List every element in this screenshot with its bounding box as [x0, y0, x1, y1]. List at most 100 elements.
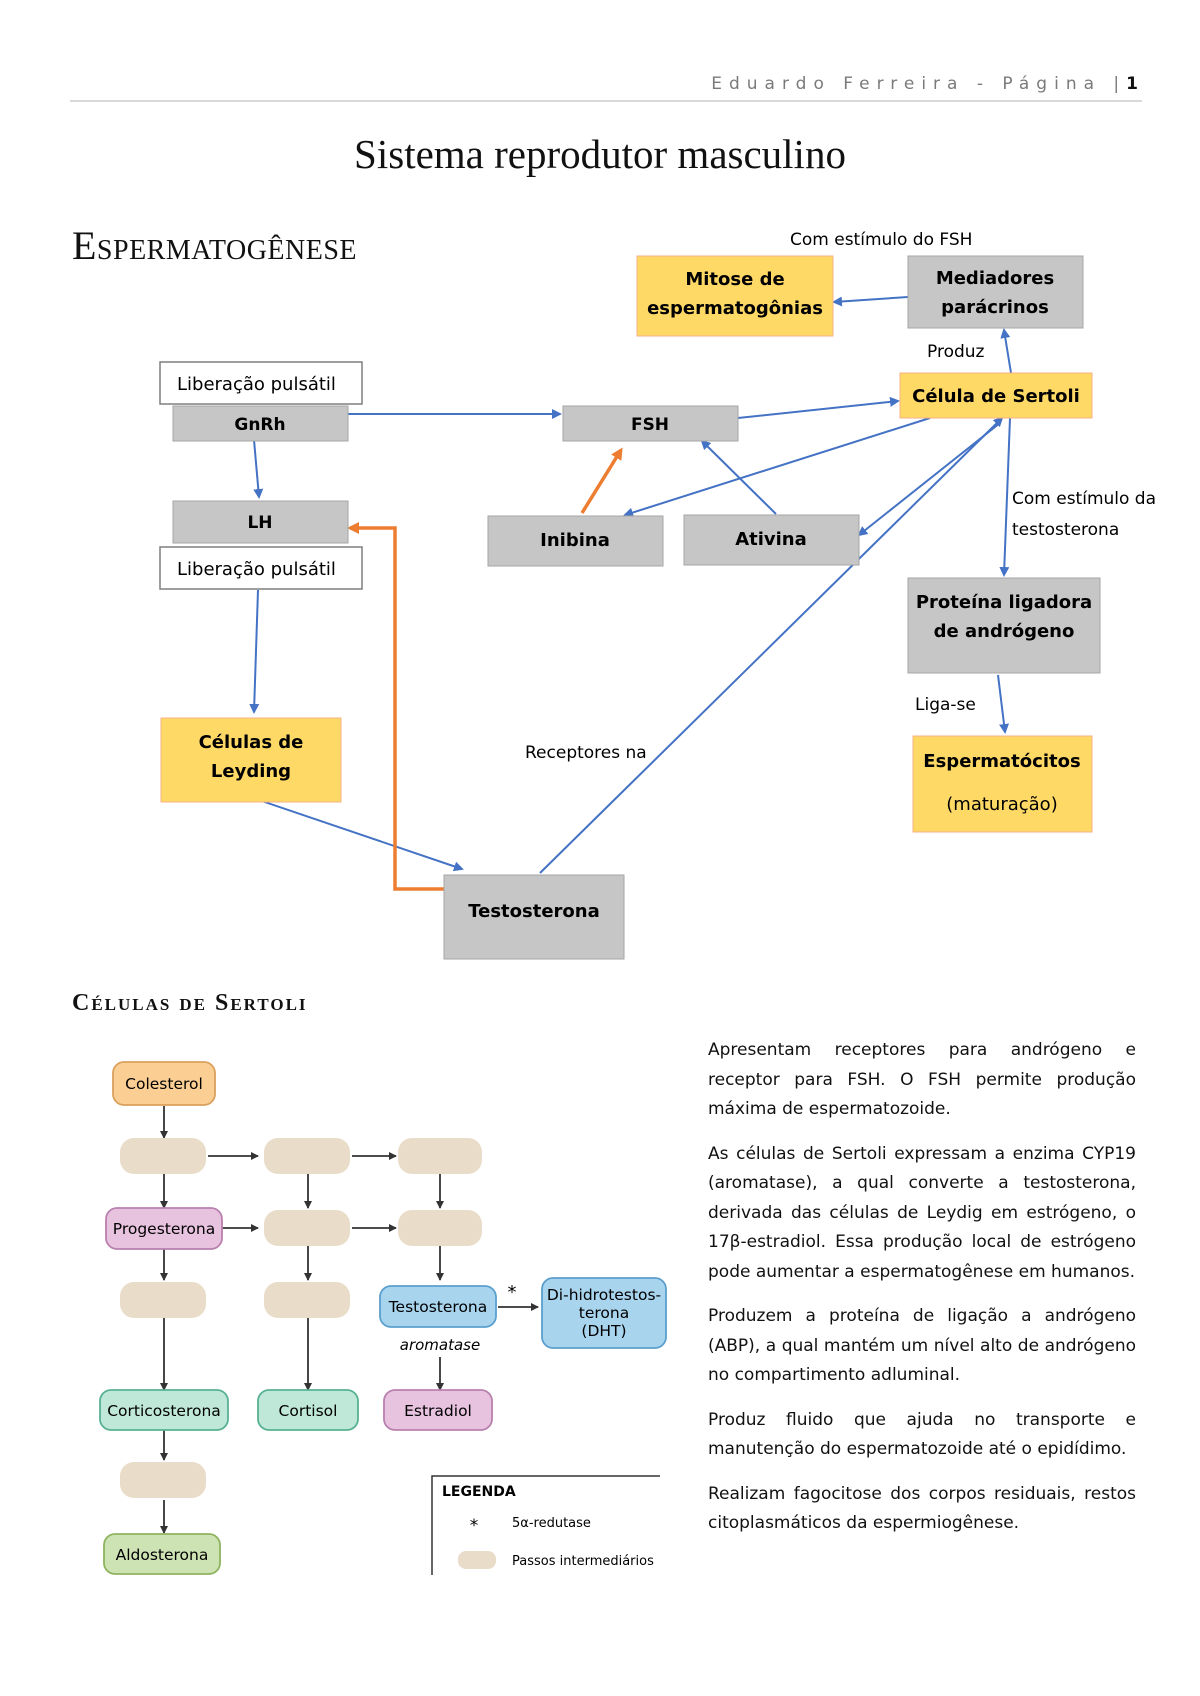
- colesterol-label: Colesterol: [125, 1075, 203, 1093]
- intermediate-steps: [120, 1138, 482, 1498]
- arrow-fsh-sertoli: [737, 396, 900, 419]
- arrow-sertoli-paracrine: [1000, 328, 1012, 374]
- pulsatile-label-1: Liberação pulsátil: [177, 374, 336, 395]
- cortisol-label: Cortisol: [279, 1402, 338, 1420]
- paragraph-2: As células de Sertoli expressam a enzima…: [708, 1143, 1136, 1282]
- box-pulsatile-2: Liberação pulsátil: [159, 546, 363, 590]
- paracrine-label-2: parácrinos: [941, 297, 1049, 318]
- corticosterona-label: Corticosterona: [107, 1402, 221, 1420]
- arrow-sertoli-activin: [857, 422, 1001, 537]
- arrow-paracrine-mitosis: [832, 296, 909, 307]
- node-dht: Di-hidrotestos- terona (DHT): [541, 1277, 667, 1349]
- annotation-testosterone-stimulus-1: Com estímulo da: [1012, 489, 1156, 509]
- arrow-testosterone-lh: [347, 522, 444, 891]
- box-activin: Ativina: [683, 514, 860, 566]
- intermediate-step: [264, 1210, 350, 1246]
- inhibin-label: Inibina: [540, 530, 610, 551]
- steroid-pathway-figure: Colesterol Progesterona Testosterona Di-…: [99, 1061, 667, 1575]
- arrow-lh-leydig: [249, 589, 260, 714]
- annotation-testosterone-stimulus-2: testosterona: [1012, 520, 1119, 540]
- arrow-leydig-testosterone: [246, 795, 464, 872]
- lh-label: LH: [247, 513, 272, 533]
- legend-reductase: 5α-redutase: [512, 1516, 591, 1531]
- box-spermatocytes: Espermatócitos (maturação): [912, 735, 1093, 833]
- arrow-sertoli-abp: [999, 417, 1011, 577]
- box-lh: LH: [172, 500, 349, 544]
- mitosis-label-1: Mitose de: [685, 269, 784, 290]
- annotation-binds: Liga-se: [915, 695, 976, 715]
- intermediate-step: [398, 1138, 482, 1174]
- paracrine-label-1: Mediadores: [936, 268, 1054, 289]
- arrow-inhibin-fsh: [580, 447, 623, 514]
- box-mitosis: Mitose de espermatogônias: [636, 255, 834, 337]
- legend-star: *: [470, 1516, 479, 1536]
- node-aldosterona: Aldosterona: [103, 1533, 221, 1575]
- leydig-label-1: Células de: [199, 732, 304, 753]
- diagram-annotations: Com estímulo do FSH Produz Com estímulo …: [525, 230, 1156, 763]
- node-progesterona: Progesterona: [105, 1207, 223, 1250]
- annotation-fsh-stimulus: Com estímulo do FSH: [790, 230, 972, 250]
- box-leydig: Células de Leyding: [160, 717, 342, 803]
- arrow-gnrh-lh: [253, 439, 264, 499]
- arrow-activin-fsh: [700, 439, 777, 515]
- paragraph-1: Apresentam receptores para andrógeno e r…: [708, 1040, 1136, 1119]
- intermediate-step: [398, 1210, 482, 1246]
- section-heading-sertoli: Células de Sertoli: [72, 990, 308, 1016]
- node-cortisol: Cortisol: [257, 1389, 359, 1431]
- intermediate-step: [120, 1138, 206, 1174]
- intermediate-step: [120, 1462, 206, 1498]
- paragraph-5: Realizam fagocitose dos corpos residuais…: [708, 1483, 1136, 1534]
- box-fsh: FSH: [562, 405, 739, 442]
- spermatocytes-label-2: (maturação): [946, 794, 1057, 815]
- intermediate-step: [120, 1282, 206, 1318]
- annotation-receptors: Receptores na: [525, 743, 647, 763]
- testosterone-label: Testosterona: [468, 901, 600, 922]
- pathway-arrows: [160, 1106, 539, 1534]
- reductase-star: *: [508, 1282, 517, 1303]
- intermediate-step: [264, 1282, 350, 1318]
- page-header: Eduardo Ferreira - Página |1: [70, 66, 1142, 102]
- dht-label-2: terona: [579, 1304, 629, 1322]
- dht-label-3: (DHT): [581, 1322, 626, 1340]
- aldosterona-label: Aldosterona: [116, 1546, 209, 1564]
- testosterona-label: Testosterona: [388, 1298, 488, 1316]
- legend-title: LEGENDA: [442, 1484, 516, 1500]
- page-title: Sistema reprodutor masculino: [354, 131, 846, 177]
- box-pulsatile-1: Liberação pulsátil: [159, 361, 363, 405]
- sertoli-label: Célula de Sertoli: [912, 386, 1080, 407]
- mitosis-label-2: espermatogônias: [647, 298, 823, 319]
- gnrh-label: GnRh: [234, 415, 285, 435]
- pulsatile-label-2: Liberação pulsátil: [177, 559, 336, 580]
- arrow-sertoli-inhibin: [623, 417, 931, 518]
- spermatogenesis-diagram: Liberação pulsátil GnRh LH Liberação pul…: [159, 230, 1156, 960]
- box-testosterone: Testosterona: [443, 874, 625, 960]
- section-heading-spermatogenesis: Espermatogênese: [72, 223, 358, 268]
- abp-label-2: de andrógeno: [934, 621, 1075, 642]
- legend-steps: Passos intermediários: [512, 1554, 654, 1569]
- header-author: Eduardo Ferreira - Página |: [711, 74, 1127, 94]
- arrows: [246, 296, 1012, 891]
- paragraph-4: Produz fluido que ajuda no transporte e …: [708, 1409, 1136, 1460]
- page-number: 1: [1126, 74, 1138, 94]
- box-paracrine: Mediadores parácrinos: [907, 255, 1084, 329]
- box-abp: Proteína ligadora de andrógeno: [907, 577, 1101, 674]
- dht-label-1: Di-hidrotestos-: [547, 1286, 661, 1304]
- box-gnrh: GnRh: [172, 405, 349, 442]
- activin-label: Ativina: [735, 529, 807, 550]
- arrow-testosterone-sertoli: [539, 416, 1004, 874]
- aromatase-label: aromatase: [400, 1336, 480, 1354]
- abp-label-1: Proteína ligadora: [916, 592, 1092, 613]
- node-colesterol: Colesterol: [112, 1061, 216, 1106]
- legend-step-swatch: [458, 1551, 496, 1569]
- box-inhibin: Inibina: [487, 515, 664, 567]
- progesterona-label: Progesterona: [113, 1220, 216, 1238]
- arrow-abp-spermatocytes: [997, 674, 1009, 734]
- spermatocytes-label-1: Espermatócitos: [923, 751, 1080, 772]
- fsh-label: FSH: [631, 415, 669, 435]
- header-text: Eduardo Ferreira - Página |1: [711, 74, 1138, 94]
- leydig-label-2: Leyding: [211, 761, 291, 782]
- estradiol-label: Estradiol: [404, 1402, 472, 1420]
- paragraph-3: Produzem a proteína de ligação a andróge…: [708, 1306, 1136, 1385]
- node-estradiol: Estradiol: [383, 1389, 493, 1431]
- node-corticosterona: Corticosterona: [99, 1389, 229, 1431]
